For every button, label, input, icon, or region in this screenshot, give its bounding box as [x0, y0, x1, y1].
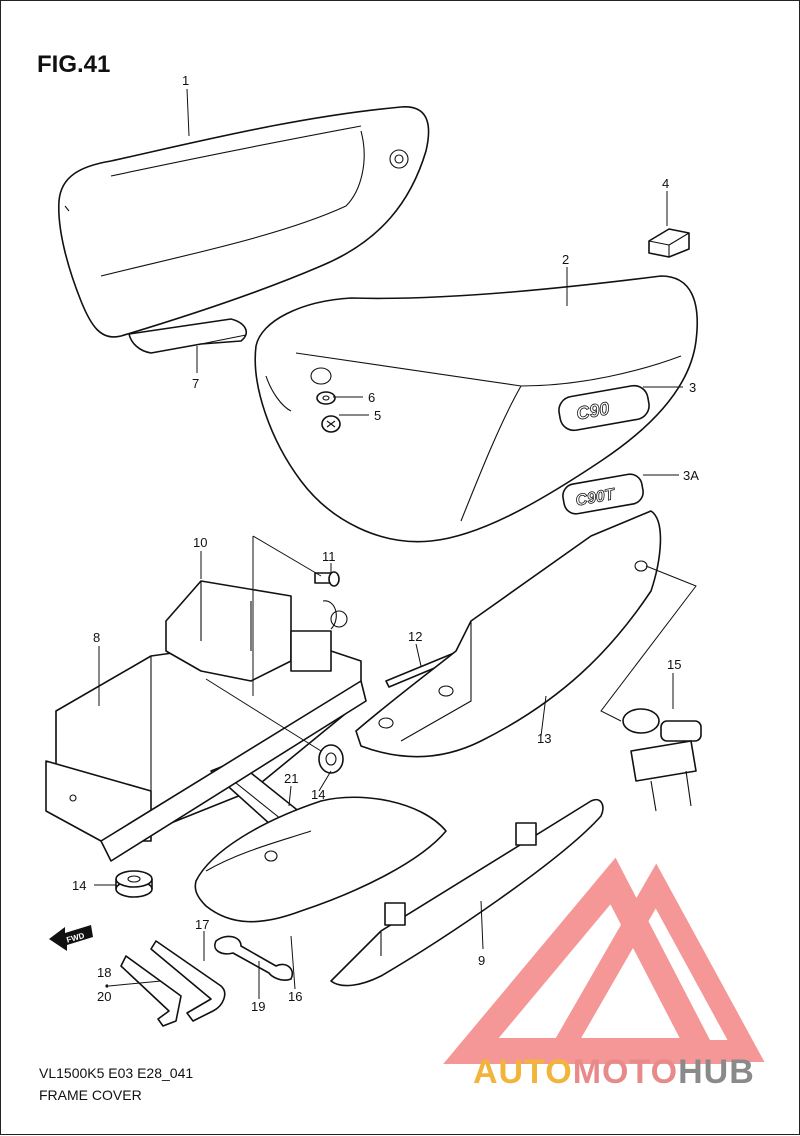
section-name: FRAME COVER — [39, 1087, 142, 1103]
part-3-emblem: C90 — [558, 384, 650, 432]
watermark-text: AUTOMOTOHUB — [473, 1053, 755, 1092]
callout-3: 3 — [689, 380, 696, 395]
callout-14-lower: 14 — [72, 878, 86, 893]
part-2-right-frame-cover — [254, 275, 698, 543]
part-3a-emblem: C90T — [562, 473, 644, 515]
callout-11: 11 — [322, 549, 336, 564]
part-19-spanner — [214, 935, 294, 981]
callout-18: 18 — [97, 965, 111, 980]
c90-emblem-text: C90 — [575, 398, 611, 423]
callout-2: 2 — [562, 252, 569, 267]
callout-4: 4 — [662, 176, 669, 191]
callout-3a: 3A — [683, 468, 699, 483]
part-8-box — [45, 640, 362, 842]
part-18-hex-wrench — [120, 955, 182, 1027]
part-10-bracket — [165, 580, 348, 682]
callout-9: 9 — [478, 953, 485, 968]
watermark-logo-icon — [443, 857, 765, 1064]
part-7-bracket — [128, 318, 247, 354]
watermark-part-moto: MOTO — [572, 1053, 679, 1091]
watermark-part-hub: HUB — [678, 1053, 755, 1091]
callout-17: 17 — [195, 917, 209, 932]
callout-16: 16 — [288, 989, 302, 1004]
part-5-screw — [321, 415, 341, 433]
part-17-hex-wrench — [150, 940, 226, 1022]
part-6-washer — [316, 391, 336, 405]
callout-7: 7 — [192, 376, 199, 391]
part-4-cushion — [648, 228, 690, 258]
callout-21: 21 — [284, 771, 298, 786]
callout-20: 20 — [97, 989, 111, 1004]
part-13-side-cover — [355, 510, 662, 758]
part-11-bolt — [314, 571, 340, 587]
leader-lines — [94, 88, 697, 999]
callout-19: 19 — [251, 999, 265, 1014]
callout-6: 6 — [368, 390, 375, 405]
figure-title: FIG.41 — [37, 51, 111, 78]
watermark-part-auto: AUTO — [473, 1053, 573, 1091]
callout-10: 10 — [193, 535, 207, 550]
part-15-lock-set — [622, 708, 702, 812]
part-1-left-frame-cover — [57, 106, 430, 338]
part-14-grommet-upper — [318, 744, 344, 774]
part-16-tool-bag — [194, 796, 447, 923]
callout-13: 13 — [537, 731, 551, 746]
callout-1: 1 — [182, 73, 189, 88]
callout-dot — [105, 984, 109, 988]
callout-14-upper: 14 — [311, 787, 325, 802]
callout-15: 15 — [667, 657, 681, 672]
model-code: VL1500K5 E03 E28_041 — [39, 1065, 194, 1081]
callout-5: 5 — [374, 408, 381, 423]
part-9-lower-cover — [330, 798, 604, 987]
callout-8: 8 — [93, 630, 100, 645]
callout-12: 12 — [408, 629, 422, 644]
forward-direction-arrow-icon: FWD — [49, 925, 93, 951]
part-14-grommet-lower — [115, 870, 153, 898]
